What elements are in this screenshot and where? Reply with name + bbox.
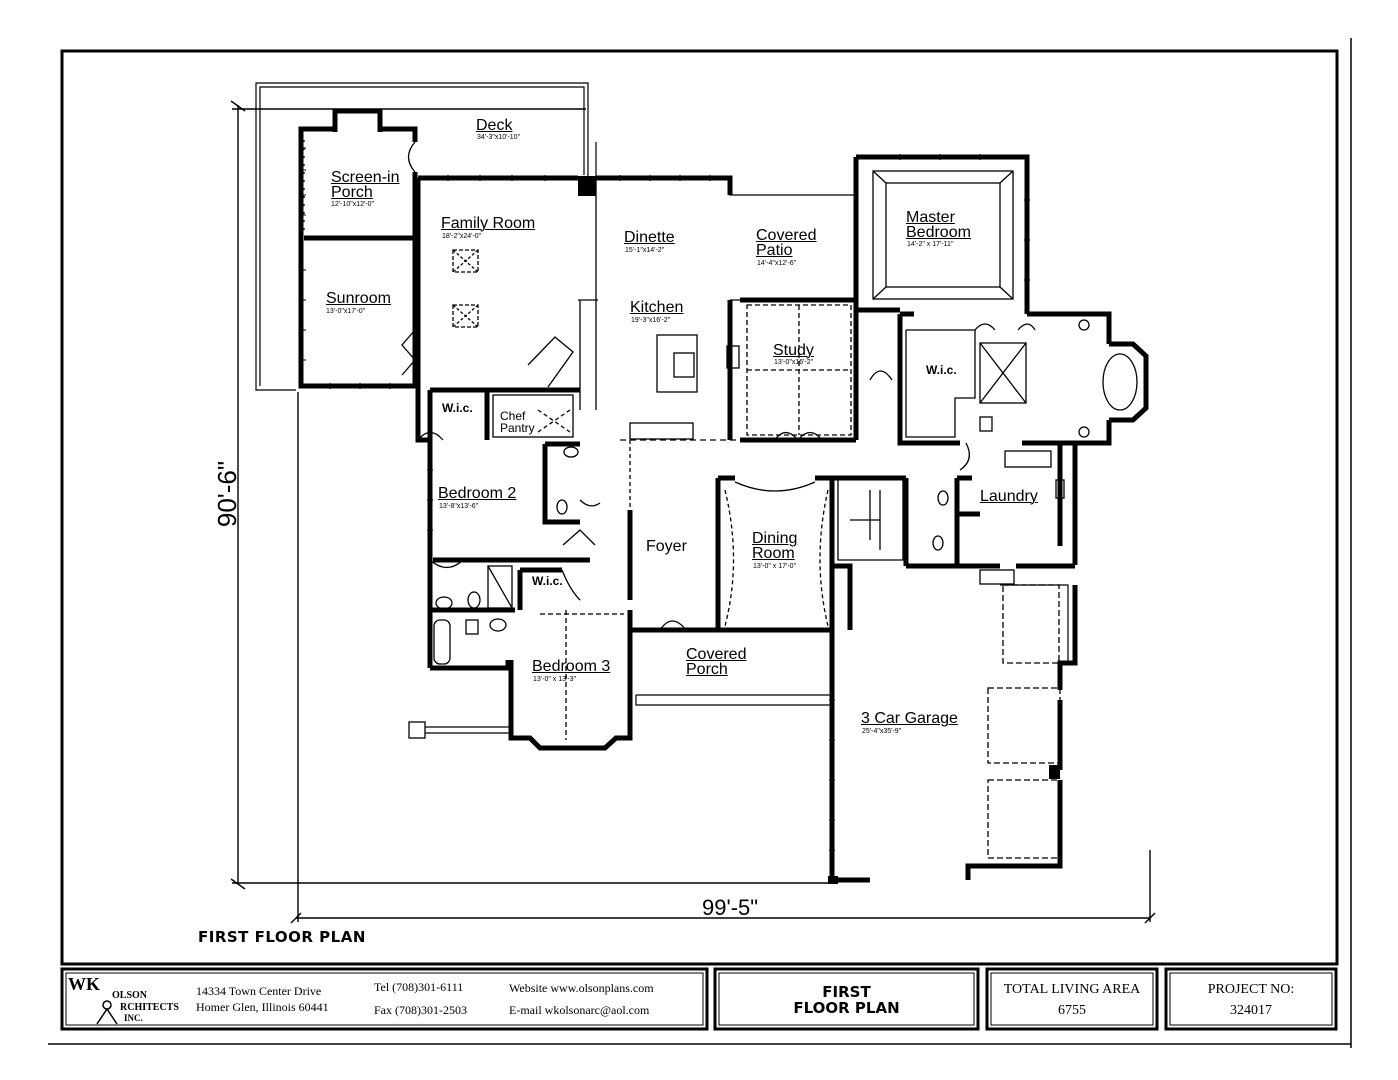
room-name: Dinette xyxy=(624,229,675,246)
room-name: Covered Porch xyxy=(686,646,747,678)
room-dims: 18'-2"x24'-0" xyxy=(442,233,482,240)
room-dims: 13'-0"x16'-2" xyxy=(774,359,814,366)
address-line-1: 14334 Town Center Drive xyxy=(196,984,322,998)
sheet-border xyxy=(60,49,1339,966)
room-name: W.i.c. xyxy=(532,574,563,588)
logo-mark: WK xyxy=(68,974,101,994)
address-line-2: Homer Glen, Illinois 60441 xyxy=(196,1000,329,1014)
room-dims: 15'-1"x14'-2" xyxy=(625,247,665,254)
room-name: Dining Room xyxy=(752,530,798,562)
logo-compass xyxy=(96,1000,118,1025)
room-dims: 14'-4"x12'-6" xyxy=(757,260,797,267)
overall-depth-dimension: 90'-6" xyxy=(212,460,242,528)
room-dims: 13'-0" x 13'-3" xyxy=(533,676,577,683)
logo-line2: RCHITECTS xyxy=(120,1002,179,1013)
dimension-lines xyxy=(230,100,1156,924)
window-marks xyxy=(301,147,1030,851)
plan-caption: FIRST FLOOR PLAN xyxy=(198,928,366,946)
room-name: W.i.c. xyxy=(926,363,957,377)
overall-width-dimension: 99'-5" xyxy=(701,895,759,920)
sheet-title: FIRST FLOOR PLAN xyxy=(719,984,974,1016)
room-dims: 12'-10"x12'-0" xyxy=(331,201,375,208)
room-dims: 19'-3"x16'-2" xyxy=(631,317,671,324)
room-name: Screen-in Porch xyxy=(331,169,400,201)
project-number-label: PROJECT NO: xyxy=(1207,982,1295,997)
tel-number: Tel (708)301-6111 xyxy=(374,980,464,994)
room-name: Foyer xyxy=(646,538,687,555)
logo-line1: OLSON xyxy=(112,990,148,1001)
room-name: Family Room xyxy=(441,215,536,232)
room-name: Bedroom 2 xyxy=(438,485,517,502)
logo-line3: INC. xyxy=(124,1013,143,1023)
room-name: Kitchen xyxy=(630,299,684,316)
column-blocks xyxy=(578,176,1060,884)
fax-number: Fax (708)301-2503 xyxy=(374,1003,467,1017)
room-dims: 13'-8"x13'-6" xyxy=(439,503,479,510)
room-dims: 13'-0"x17'-0" xyxy=(326,308,366,315)
room-name: Study xyxy=(773,342,814,359)
room-name: Chef Pantry xyxy=(500,409,535,435)
room-name: Covered Patio xyxy=(756,227,817,259)
project-number-value: 324017 xyxy=(1230,1003,1272,1018)
interior-details xyxy=(303,140,1138,859)
sheet-title-line-2: FLOOR PLAN xyxy=(793,999,900,1017)
website: Website www.olsonplans.com xyxy=(509,981,654,995)
room-name: W.i.c. xyxy=(442,401,473,415)
room-name: Sunroom xyxy=(326,290,391,307)
room-name: Deck xyxy=(476,117,513,134)
title-block xyxy=(60,967,1338,1031)
room-dims: 13'-0" x 17'-0" xyxy=(753,563,797,570)
room-name: 3 Car Garage xyxy=(861,710,958,727)
sheet-title-line-1: FIRST xyxy=(822,983,871,1001)
room-dims: 34'-3"x10'-10" xyxy=(477,134,521,141)
room-dims: 14'-2" x 17'-11" xyxy=(907,241,954,248)
room-name: Master Bedroom xyxy=(906,209,971,241)
room-dims: 25'-4"x35'-9" xyxy=(862,728,902,735)
room-name: Laundry xyxy=(980,488,1038,505)
total-living-area-label: TOTAL LIVING AREA xyxy=(1003,982,1141,997)
email: E-mail wkolsonarc@aol.com xyxy=(509,1003,650,1017)
total-living-area-value: 6755 xyxy=(1058,1003,1086,1018)
logo: WK OLSON RCHITECTS INC. xyxy=(66,974,186,1024)
room-name: Bedroom 3 xyxy=(532,658,611,675)
